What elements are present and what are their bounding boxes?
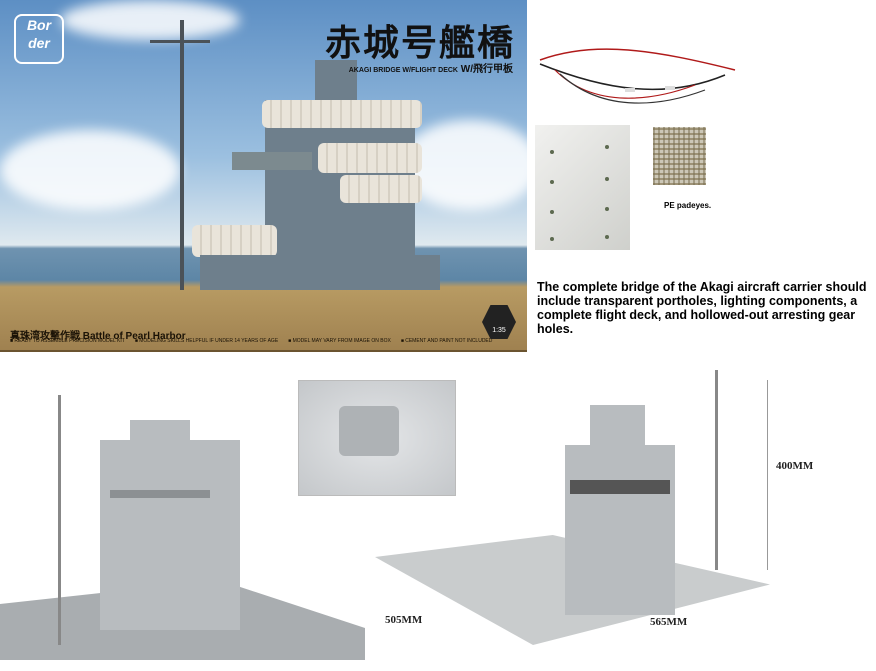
pe-padeyes-sheet: [653, 127, 706, 185]
detail-inset: [298, 380, 456, 496]
pe-label: PE padeyes.: [664, 201, 712, 210]
battle-name: 真珠湾攻撃作戦 Battle of Pearl Harbor: [10, 331, 186, 342]
lighting-wires-image: [539, 48, 736, 104]
width-dimension: 505MM: [385, 614, 423, 626]
height-dimension: 400MM: [776, 460, 814, 472]
dimension-line: [767, 380, 768, 570]
mast: [180, 20, 184, 290]
note: ■ MODELING SKILLS HELPFUL IF UNDER 14 YE…: [134, 338, 279, 344]
pe-porthole-sheet: [535, 125, 630, 250]
note: ■ READY TO ASSEMBLE PRECISION MODEL KIT: [10, 338, 125, 344]
note: ■ MODEL MAY VARY FROM IMAGE ON BOX: [288, 338, 391, 344]
scale-badge: 1:35: [482, 305, 516, 339]
bridge-top: [315, 60, 357, 100]
product-description: The complete bridge of the Akagi aircraf…: [537, 280, 867, 336]
box-notes: ■ READY TO ASSEMBLE PRECISION MODEL KIT …: [10, 338, 492, 344]
box-subtitle: AKAGI BRIDGE W/FLIGHT DECK W/飛行甲板: [348, 64, 513, 75]
left-model-render: [0, 380, 365, 660]
note: ■ CEMENT AND PAINT NOT INCLUDED: [400, 338, 493, 344]
right-model-render: [370, 360, 770, 645]
length-dimension: 565MM: [650, 616, 688, 628]
box-title: 赤城号艦橋: [324, 23, 515, 64]
